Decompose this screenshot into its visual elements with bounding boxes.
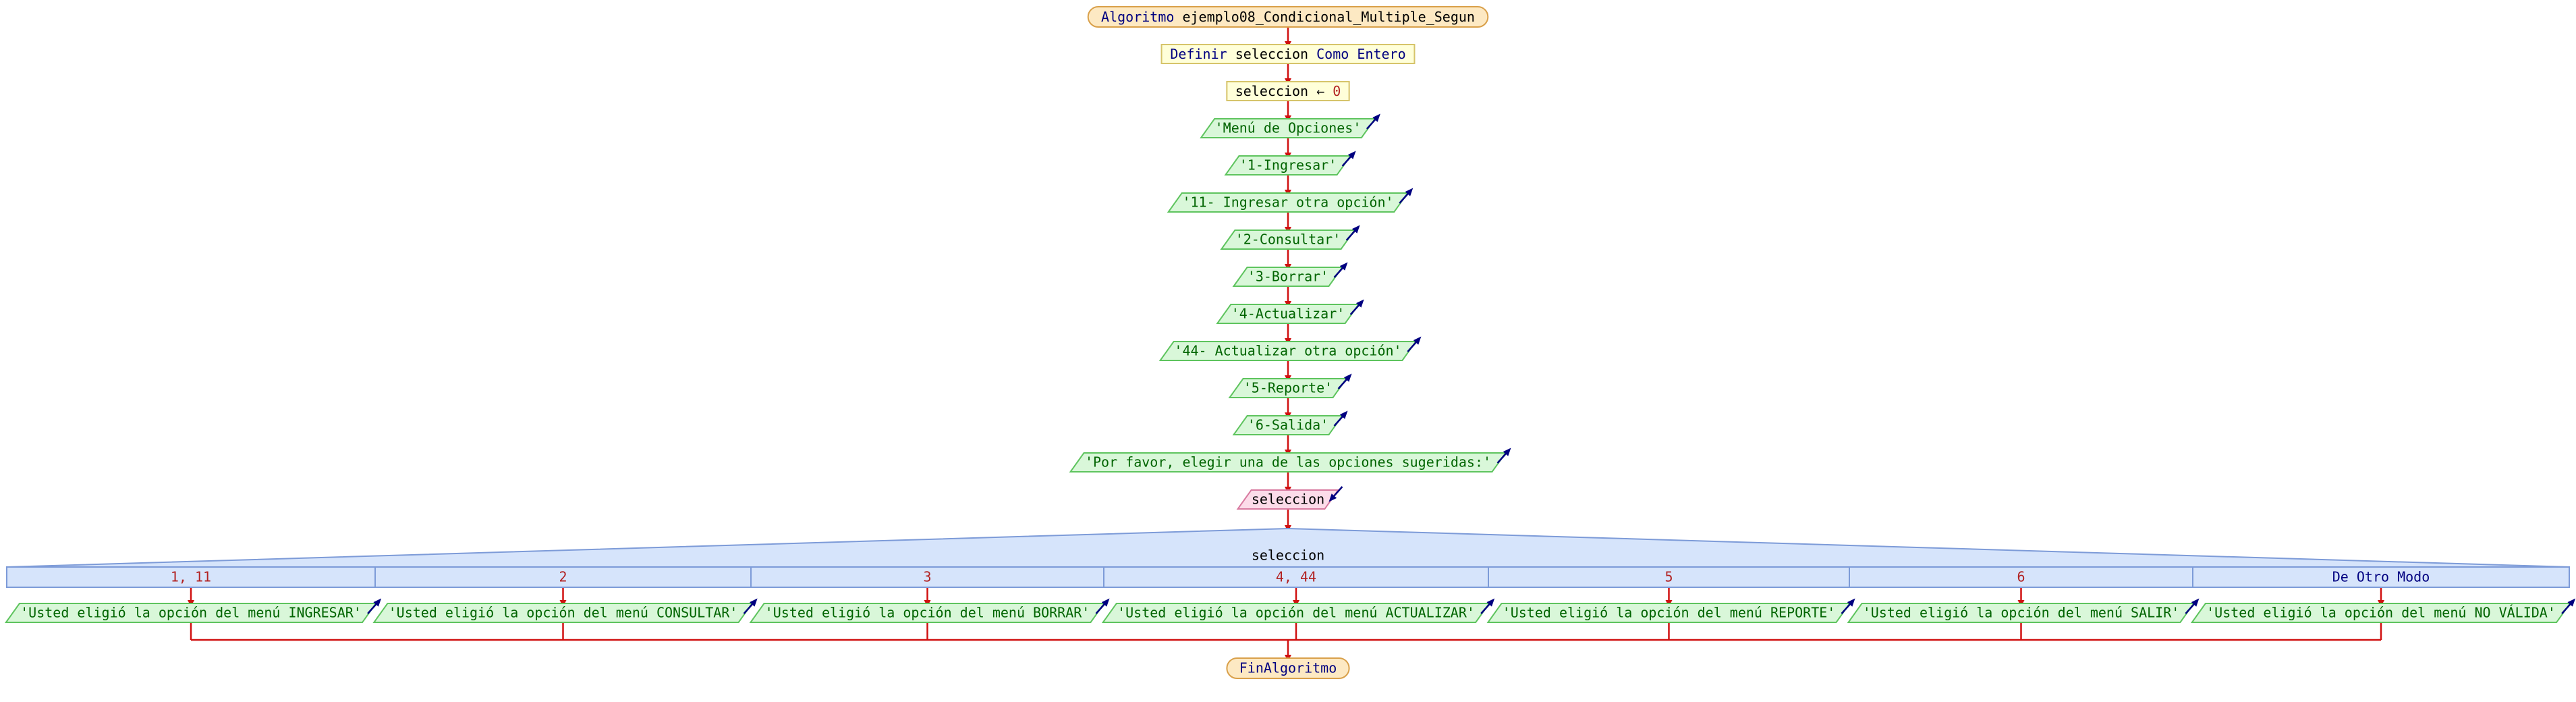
case-output-text: 'Usted eligió la opción del menú INGRESA… — [20, 605, 362, 621]
output-arrow-icon — [2185, 598, 2200, 614]
defined-variable: seleccion — [1235, 46, 1308, 62]
assignment-process-box — [1226, 81, 1350, 101]
output-arrow-icon — [1095, 598, 1110, 614]
output-arrow-icon — [1366, 113, 1380, 130]
case-output-text: 'Usted eligió la opción del menú ACTUALI… — [1117, 605, 1475, 621]
algorithm-keyword: Algoritmo — [1101, 9, 1174, 25]
case-output-text: 'Usted eligió la opción del menú BORRAR' — [765, 605, 1090, 621]
output-arrow-icon — [1337, 373, 1352, 389]
switch-case-cell — [2192, 566, 2570, 588]
case-output-text: 'Usted eligió la opción del menú SALIR' — [1863, 605, 2180, 621]
switch-case-label: 6 — [2017, 569, 2025, 585]
como-keyword: Como — [1316, 46, 1349, 62]
space — [1308, 46, 1316, 62]
output-text: '6-Salida' — [1248, 417, 1328, 433]
connectors — [188, 27, 2384, 662]
switch-case-label: 5 — [1664, 569, 1673, 585]
output-arrow-icon — [743, 598, 758, 614]
case-output-node — [749, 603, 1106, 623]
output-node — [1220, 230, 1356, 250]
end-terminal — [1226, 657, 1350, 679]
output-node — [1224, 155, 1352, 176]
output-arrow-icon — [1841, 598, 1855, 614]
output-arrow-icon — [1407, 336, 1422, 352]
output-text: '44- Actualizar otra opción' — [1174, 343, 1401, 359]
output-node — [1216, 304, 1360, 324]
output-text: '4-Actualizar' — [1231, 306, 1345, 322]
output-arrow-icon — [1345, 225, 1360, 241]
output-text: '11- Ingresar otra opción' — [1182, 194, 1393, 211]
type-keyword: Entero — [1357, 46, 1405, 62]
definir-keyword: Definir — [1170, 46, 1227, 62]
start-terminal — [1087, 6, 1489, 28]
switch-case-label: De Otro Modo — [2332, 569, 2430, 585]
case-output-node — [2190, 603, 2572, 623]
output-node — [1228, 378, 1348, 398]
case-output-text: 'Usted eligió la opción del menú NO VÁLI… — [2206, 605, 2556, 621]
space — [1227, 46, 1235, 62]
space — [1308, 83, 1316, 99]
space — [1349, 46, 1357, 62]
switch-case-label: 3 — [923, 569, 931, 585]
output-arrow-icon — [1349, 299, 1364, 315]
output-arrow-icon — [1480, 598, 1495, 614]
end-label: FinAlgoritmo — [1239, 660, 1337, 676]
case-output-node — [1101, 603, 1491, 623]
output-node — [1167, 192, 1409, 213]
output-arrow-icon — [1333, 410, 1348, 427]
output-arrow-icon — [2561, 598, 2576, 614]
switch-case-label: 1, 11 — [171, 569, 211, 585]
output-text: 'Por favor, elegir una de las opciones s… — [1085, 454, 1491, 470]
definir-process-box — [1160, 44, 1416, 64]
nodes: Algoritmo ejemplo08_Condicional_Multiple… — [4, 6, 2576, 679]
case-output-text: 'Usted eligió la opción del menú REPORTE… — [1503, 605, 1836, 621]
output-node — [1232, 267, 1344, 287]
output-node — [1232, 415, 1344, 435]
input-arrow-icon — [1328, 486, 1343, 502]
switch-variable: seleccion — [1252, 547, 1324, 564]
output-text: '1-Ingresar' — [1239, 157, 1337, 173]
switch-cases-row — [6, 566, 2570, 588]
output-text: 'Menú de Opciones' — [1215, 120, 1362, 136]
case-output-text: 'Usted eligió la opción del menú CONSULT… — [389, 605, 738, 621]
input-variable: seleccion — [1252, 491, 1324, 508]
output-arrow-icon — [367, 598, 382, 614]
space — [1174, 9, 1182, 25]
output-node — [1200, 118, 1376, 138]
output-text: '3-Borrar' — [1248, 269, 1328, 285]
input-node — [1236, 489, 1340, 510]
output-text: '2-Consultar' — [1235, 232, 1341, 248]
switch-case-label: 2 — [559, 569, 567, 585]
space — [1324, 83, 1333, 99]
switch-case-label: 4, 44 — [1276, 569, 1316, 585]
assigned-value: 0 — [1333, 83, 1341, 99]
case-output-node — [1486, 603, 1851, 623]
output-arrow-icon — [1341, 151, 1356, 167]
output-arrow-icon — [1333, 262, 1348, 278]
output-arrow-icon — [1399, 188, 1413, 204]
assignment-label: seleccion ← 0 — [1235, 83, 1341, 99]
definir-label: Definir seleccion Como Entero — [1170, 46, 1405, 62]
switch-case-cell — [1488, 566, 1850, 588]
output-arrow-icon — [1496, 448, 1511, 464]
algorithm-name: ejemplo08_Condicional_Multiple_Segun — [1182, 9, 1474, 25]
case-output-node — [372, 603, 754, 623]
switch-case-cell — [1849, 566, 2193, 588]
output-node — [1158, 341, 1418, 361]
start-label: Algoritmo ejemplo08_Condicional_Multiple… — [1101, 9, 1475, 25]
output-text: '5-Reporte' — [1243, 380, 1333, 396]
case-output-node — [1847, 603, 2195, 623]
case-output-node — [4, 603, 378, 623]
assigned-variable: seleccion — [1235, 83, 1308, 99]
output-node — [1069, 452, 1507, 473]
assignment-operator: ← — [1316, 83, 1324, 99]
